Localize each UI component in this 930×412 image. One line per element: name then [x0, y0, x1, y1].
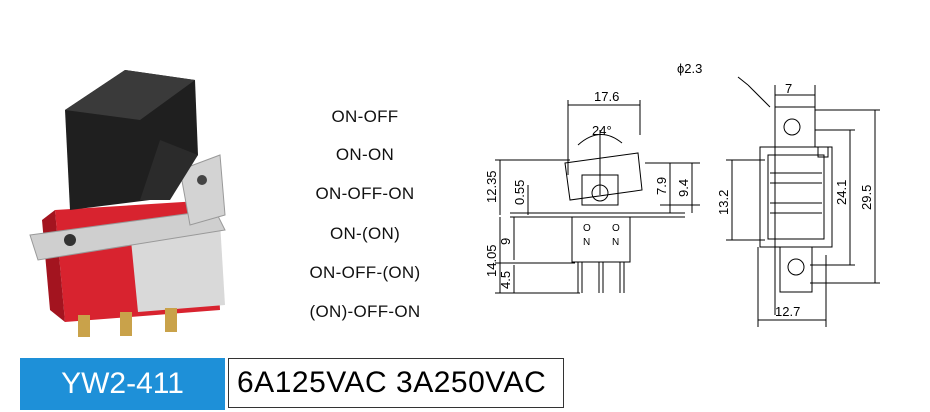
function-item: ON-(ON) [329, 224, 401, 243]
function-item: ON-OFF-(ON) [309, 263, 421, 282]
function-item: ON-OFF [331, 107, 399, 126]
dim-7-9: 7.9 [654, 177, 669, 195]
function-item: ON-OFF-ON [315, 184, 415, 203]
pin-o-2: O [612, 223, 620, 234]
dim-12-7: 12.7 [775, 304, 800, 319]
dim-angle: 24° [592, 123, 612, 138]
dim-17-6: 17.6 [594, 89, 619, 104]
dim-12-35: 12.35 [484, 170, 499, 203]
dim-7: 7 [785, 81, 792, 96]
dim-phi: ϕ2.3 [677, 61, 702, 76]
dimension-drawing: 17.6 24° ϕ2.3 7 12.7 O N O N 12.35 0.55 … [484, 61, 880, 327]
dim-24-1: 24.1 [834, 180, 849, 205]
pin-n-1: N [583, 237, 590, 248]
model-number: YW2-411 [61, 367, 184, 400]
model-label-box: YW2-411 [20, 358, 225, 410]
dim-13-2: 13.2 [716, 190, 731, 215]
dim-9-4: 9.4 [676, 179, 691, 197]
electrical-rating: 6A125VAC 3A250VAC [237, 366, 547, 399]
function-item: ON-ON [335, 145, 395, 164]
dim-29-5: 29.5 [859, 185, 874, 210]
dim-9: 9 [498, 238, 513, 245]
dim-0-55: 0.55 [512, 180, 527, 205]
dim-4-5: 4.5 [498, 271, 513, 289]
function-item: (ON)-OFF-ON [309, 302, 421, 321]
pin-o-1: O [583, 223, 591, 234]
pin-n-2: N [612, 237, 619, 248]
dim-14-05: 14.05 [484, 244, 499, 277]
switch-photo [29, 70, 226, 337]
rating-label-box: 6A125VAC 3A250VAC [228, 358, 564, 408]
